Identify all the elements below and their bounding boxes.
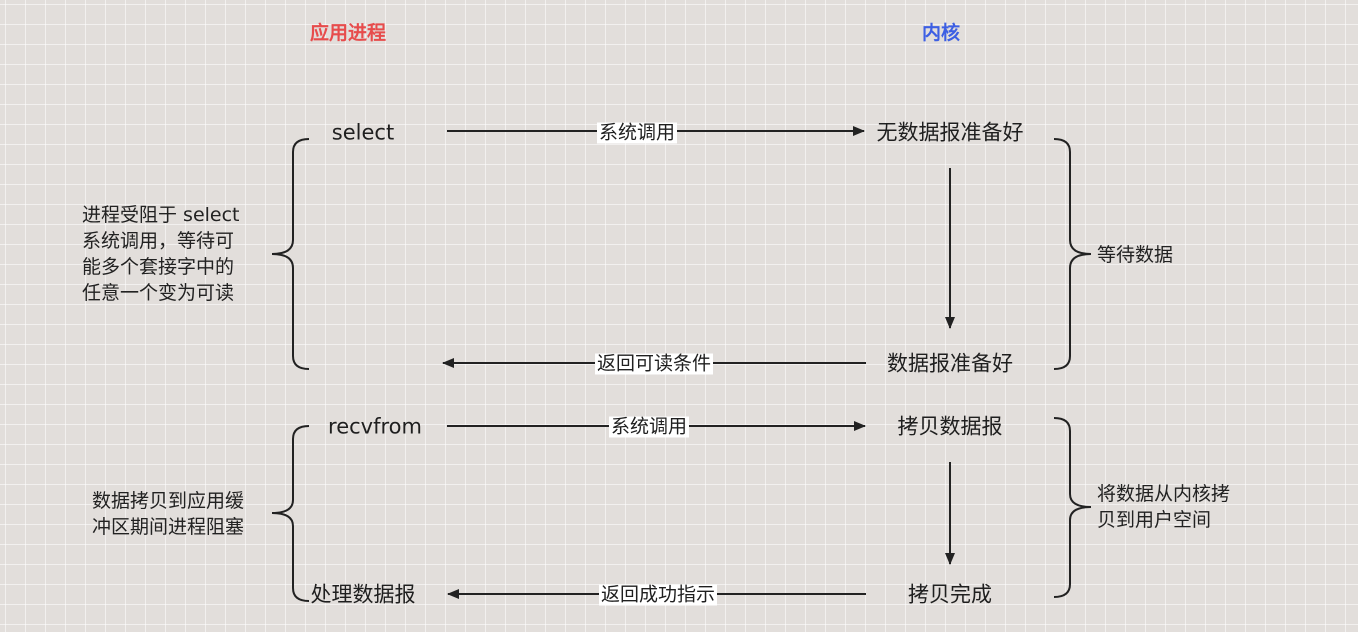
return-success-label: 返回成功指示 bbox=[598, 583, 718, 606]
right-brace-phase1 bbox=[1053, 138, 1092, 370]
select-blocking-note: 进程受阻于 select 系统调用，等待可 能多个套接字中的 任意一个变为可读 bbox=[82, 202, 272, 306]
select-node: select bbox=[331, 120, 395, 145]
right-brace-phase2 bbox=[1053, 417, 1092, 598]
process-datagram-node: 处理数据报 bbox=[310, 582, 416, 607]
app-process-header: 应用进程 bbox=[309, 22, 387, 44]
kernel-to-user-copy-note-line-2: 贝到用户空间 bbox=[1097, 509, 1212, 531]
kernel-header: 内核 bbox=[921, 22, 961, 44]
select-blocking-note-line-2: 系统调用，等待可 bbox=[82, 230, 235, 252]
datagram-ready-node: 数据报准备好 bbox=[887, 351, 1013, 376]
recvfrom-syscall-label: 系统调用 bbox=[608, 415, 690, 438]
wait-for-data-note-line-1: 等待数据 bbox=[1097, 244, 1174, 266]
select-syscall-label: 系统调用 bbox=[596, 121, 678, 144]
no-datagram-ready-node: 无数据报准备好 bbox=[876, 120, 1024, 145]
copy-blocking-note: 数据拷贝到应用缓 冲区期间进程阻塞 bbox=[92, 488, 272, 540]
kernel-to-user-copy-note: 将数据从内核拷 贝到用户空间 bbox=[1097, 481, 1230, 533]
copy-blocking-note-line-2: 冲区期间进程阻塞 bbox=[92, 516, 245, 538]
select-blocking-note-line-1: 进程受阻于 select bbox=[82, 204, 240, 226]
copy-blocking-note-line-1: 数据拷贝到应用缓 bbox=[92, 490, 245, 512]
select-blocking-note-line-3: 能多个套接字中的 bbox=[82, 256, 235, 278]
left-brace-phase1 bbox=[271, 138, 310, 370]
kernel-to-user-copy-note-line-1: 将数据从内核拷 bbox=[1097, 483, 1231, 505]
recvfrom-node: recvfrom bbox=[328, 414, 422, 439]
copy-complete-node: 拷贝完成 bbox=[908, 582, 992, 607]
copy-datagram-node: 拷贝数据报 bbox=[897, 414, 1003, 439]
wait-for-data-note: 等待数据 bbox=[1097, 242, 1173, 268]
left-brace-phase2 bbox=[271, 425, 310, 602]
select-blocking-note-line-4: 任意一个变为可读 bbox=[82, 282, 235, 304]
return-readable-label: 返回可读条件 bbox=[594, 352, 714, 375]
